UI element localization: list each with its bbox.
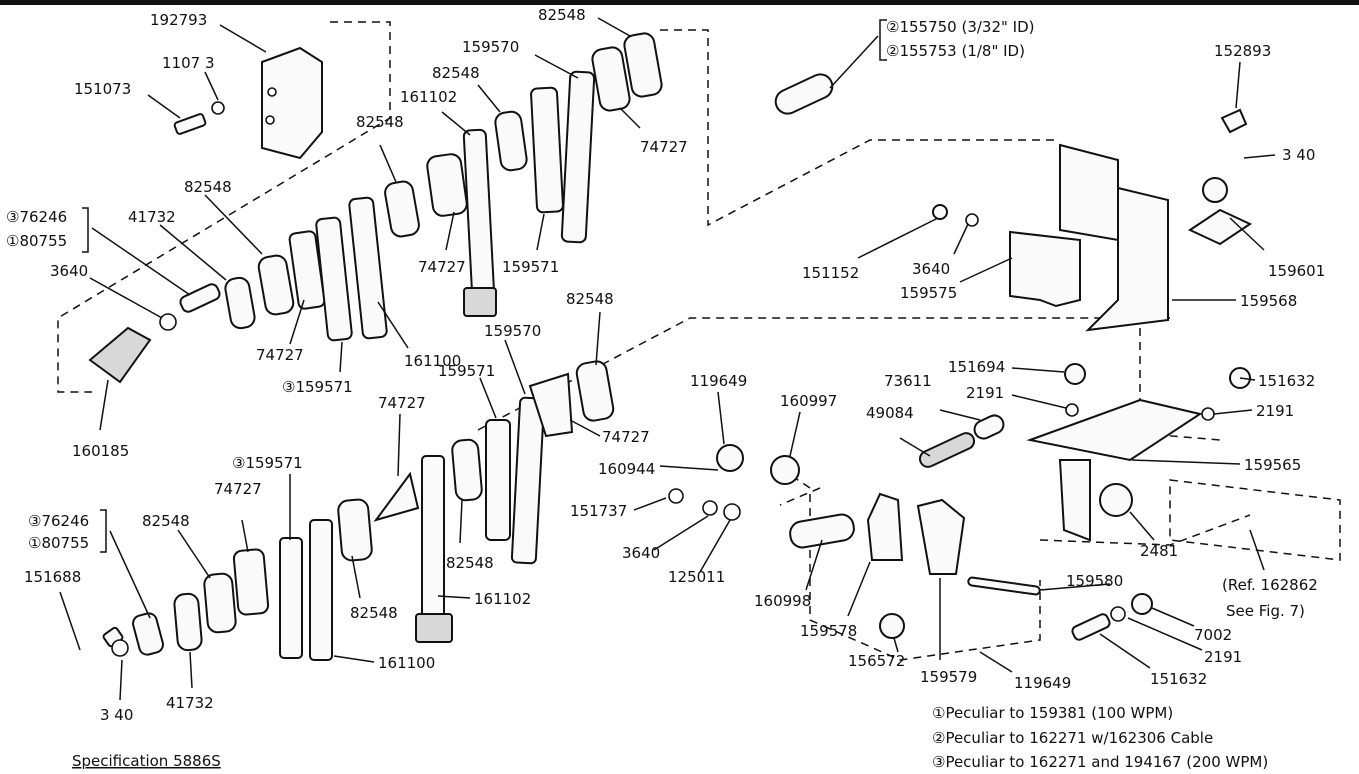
label-2481: 2481 <box>1140 542 1178 560</box>
top-border <box>0 0 1359 5</box>
label-151737: 151737 <box>570 502 627 520</box>
label-160185: 160185 <box>72 442 129 460</box>
label-151073: 151073 <box>74 80 131 98</box>
brackets <box>82 19 887 553</box>
label-3-40: 3 40 <box>100 706 133 724</box>
label-160998: 160998 <box>754 592 811 610</box>
label-82548: 82548 <box>566 290 614 308</box>
label-159571-c3: ③159571 <box>232 454 303 472</box>
bracket-lower-left-line2: ①80755 <box>28 534 89 552</box>
label-82548: 82548 <box>356 113 404 131</box>
part-pin-155750 <box>774 73 834 115</box>
bracket-upper-left-line1: ③76246 <box>6 208 67 226</box>
part-plates-upper <box>224 32 663 342</box>
label-159571: 159571 <box>502 258 559 276</box>
bracket-lower-left-line1: ③76246 <box>28 512 89 530</box>
label-74727: 74727 <box>214 480 262 498</box>
label-2191: 2191 <box>1256 402 1294 420</box>
label-41732: 41732 <box>166 694 214 712</box>
label-2191: 2191 <box>1204 648 1242 666</box>
label-159580: 159580 <box>1066 572 1123 590</box>
label-156572: 156572 <box>848 652 905 670</box>
label-159568: 159568 <box>1240 292 1297 310</box>
label-161100: 161100 <box>404 352 461 370</box>
part-160185-nut <box>88 283 221 384</box>
label-125011: 125011 <box>668 568 725 586</box>
footnote-2: ②Peculiar to 162271 w/162306 Cable <box>932 729 1213 747</box>
bracket-155-line1: ②155750 (3/32" ID) <box>886 18 1035 36</box>
label-159575: 159575 <box>900 284 957 302</box>
label-1107-3: 1107 3 <box>162 54 215 72</box>
label-82548: 82548 <box>538 6 586 24</box>
label-119649: 119649 <box>1014 674 1071 692</box>
part-151073-screw <box>173 101 225 135</box>
label-161102: 161102 <box>400 88 457 106</box>
reference-line1: (Ref. 162862 <box>1222 576 1318 594</box>
part-right-bracket-159568 <box>932 108 1253 641</box>
leader-lines <box>59 17 1276 701</box>
label-159571: 159571 <box>438 362 495 380</box>
label-73611: 73611 <box>884 372 932 390</box>
label-74727: 74727 <box>378 394 426 412</box>
label-151632: 151632 <box>1258 372 1315 390</box>
footnote-3: ③Peculiar to 162271 and 194167 (200 WPM) <box>932 753 1268 771</box>
label-161100: 161100 <box>378 654 435 672</box>
label-160944: 160944 <box>598 460 655 478</box>
label-152893: 152893 <box>1214 42 1271 60</box>
bracket-upper-left-line2: ①80755 <box>6 232 67 250</box>
label-3640: 3640 <box>912 260 950 278</box>
part-plates-lower <box>102 360 615 661</box>
label-161102: 161102 <box>474 590 531 608</box>
notes: ②155750 (3/32" ID) ②155753 (1/8" ID) (Re… <box>72 18 1318 771</box>
label-3640: 3640 <box>50 262 88 280</box>
label-2191: 2191 <box>966 384 1004 402</box>
label-159571-c3: ③159571 <box>282 378 353 396</box>
label-119649: 119649 <box>690 372 747 390</box>
label-82548: 82548 <box>432 64 480 82</box>
label-151694: 151694 <box>948 358 1005 376</box>
label-159570: 159570 <box>462 38 519 56</box>
label-82548: 82548 <box>184 178 232 196</box>
specification-title: Specification 5886S <box>72 752 221 770</box>
bracket-155-line2: ②155753 (1/8" ID) <box>886 42 1025 60</box>
part-center-mechanism <box>668 414 1041 639</box>
label-3-40: 3 40 <box>1282 146 1315 164</box>
label-7002: 7002 <box>1194 626 1232 644</box>
label-151688: 151688 <box>24 568 81 586</box>
label-160997: 160997 <box>780 392 837 410</box>
label-159565: 159565 <box>1244 456 1301 474</box>
label-74727: 74727 <box>256 346 304 364</box>
reference-line2: See Fig. 7) <box>1226 602 1305 620</box>
label-74727: 74727 <box>640 138 688 156</box>
label-159579: 159579 <box>920 668 977 686</box>
label-3640: 3640 <box>622 544 660 562</box>
label-82548: 82548 <box>446 554 494 572</box>
label-74727: 74727 <box>418 258 466 276</box>
label-159578: 159578 <box>800 622 857 640</box>
label-49084: 49084 <box>866 404 914 422</box>
label-151152: 151152 <box>802 264 859 282</box>
label-159570: 159570 <box>484 322 541 340</box>
part-labels: 192793 1107 3 151073 82548 159570 82548 … <box>6 6 1325 724</box>
label-82548: 82548 <box>142 512 190 530</box>
label-74727: 74727 <box>602 428 650 446</box>
label-82548: 82548 <box>350 604 398 622</box>
label-151632: 151632 <box>1150 670 1207 688</box>
footnote-1: ①Peculiar to 159381 (100 WPM) <box>932 704 1173 722</box>
label-192793: 192793 <box>150 11 207 29</box>
label-159601: 159601 <box>1268 262 1325 280</box>
part-192793-cover <box>261 46 323 160</box>
label-41732: 41732 <box>128 208 176 226</box>
